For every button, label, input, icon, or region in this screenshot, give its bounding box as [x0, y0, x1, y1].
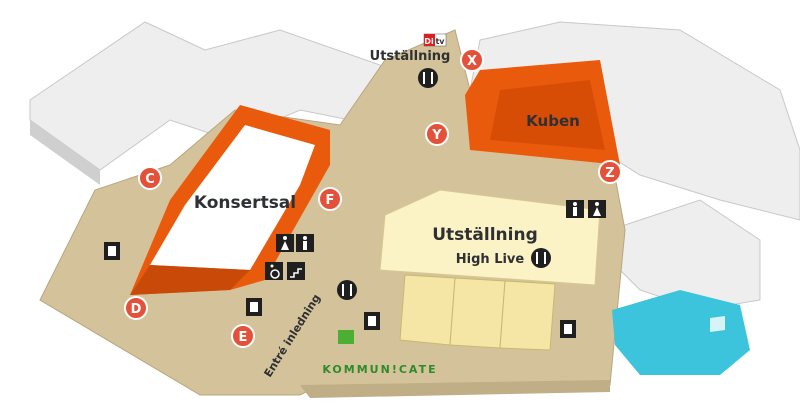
- restaurant-icon: [531, 248, 551, 268]
- svg-text:D: D: [131, 302, 142, 317]
- kommunicate-label: KOMMUN!CATE: [322, 363, 437, 376]
- konsertsal-floor: [150, 125, 315, 270]
- kuben-hall[interactable]: Kuben: [465, 60, 620, 165]
- svg-text:Y: Y: [431, 128, 442, 143]
- svg-text:Z: Z: [605, 166, 614, 181]
- marker-y[interactable]: Y: [425, 122, 449, 146]
- water-pool: [612, 290, 750, 375]
- exhibition-booth-2: [449, 277, 506, 349]
- marker-z[interactable]: Z: [598, 160, 622, 184]
- top-exhibition: Di tv Utställning: [370, 33, 451, 64]
- exhibition-label: Utställning: [432, 225, 538, 245]
- markers: X Y Z C F D E: [124, 48, 622, 348]
- kuben-label: Kuben: [526, 112, 580, 130]
- building-walls: [29, 21, 800, 311]
- di-tv-right-text: tv: [435, 37, 445, 46]
- elevator-icon: [364, 312, 380, 330]
- high-live-label: High Live: [456, 252, 525, 267]
- exhibition-booth-1: [399, 274, 456, 346]
- elevator-icon: [104, 242, 120, 260]
- floor-strip-bottom: [300, 380, 610, 398]
- pool-step: [710, 316, 725, 332]
- marker-x[interactable]: X: [460, 48, 484, 72]
- exhibition-booth-3: [499, 280, 556, 351]
- svg-text:X: X: [467, 54, 477, 69]
- kuben-inner: [490, 80, 605, 150]
- konsertsal-stage-edge: [130, 265, 250, 295]
- elevator-icon: [560, 320, 576, 338]
- svg-text:C: C: [145, 172, 155, 187]
- stairs-icon: [287, 262, 305, 280]
- marker-e[interactable]: E: [231, 324, 255, 348]
- marker-c[interactable]: C: [138, 166, 162, 190]
- toilet-women-icon: [276, 234, 294, 252]
- wheelchair-icon: [265, 262, 283, 280]
- toilet-men-icon: [566, 200, 584, 218]
- toilet-men-icon: [296, 234, 314, 252]
- marker-d[interactable]: D: [124, 296, 148, 320]
- icons: [104, 68, 606, 338]
- konsertsal-label: Konsertsal: [194, 193, 296, 213]
- kommunicate-square: [338, 330, 354, 344]
- wall-shadow: [30, 120, 100, 185]
- elevator-icon: [246, 298, 262, 316]
- svg-text:F: F: [326, 193, 335, 208]
- water-area: [612, 290, 750, 375]
- restaurant-icon: [337, 280, 357, 300]
- marker-f[interactable]: F: [318, 187, 342, 211]
- di-tv-badge-left: [424, 34, 435, 46]
- toilet-women-icon: [588, 200, 606, 218]
- svg-text:E: E: [239, 330, 248, 345]
- di-tv-left-text: Di: [424, 37, 434, 46]
- top-exhibition-label: Utställning: [370, 49, 451, 64]
- restaurant-icon: [418, 68, 438, 88]
